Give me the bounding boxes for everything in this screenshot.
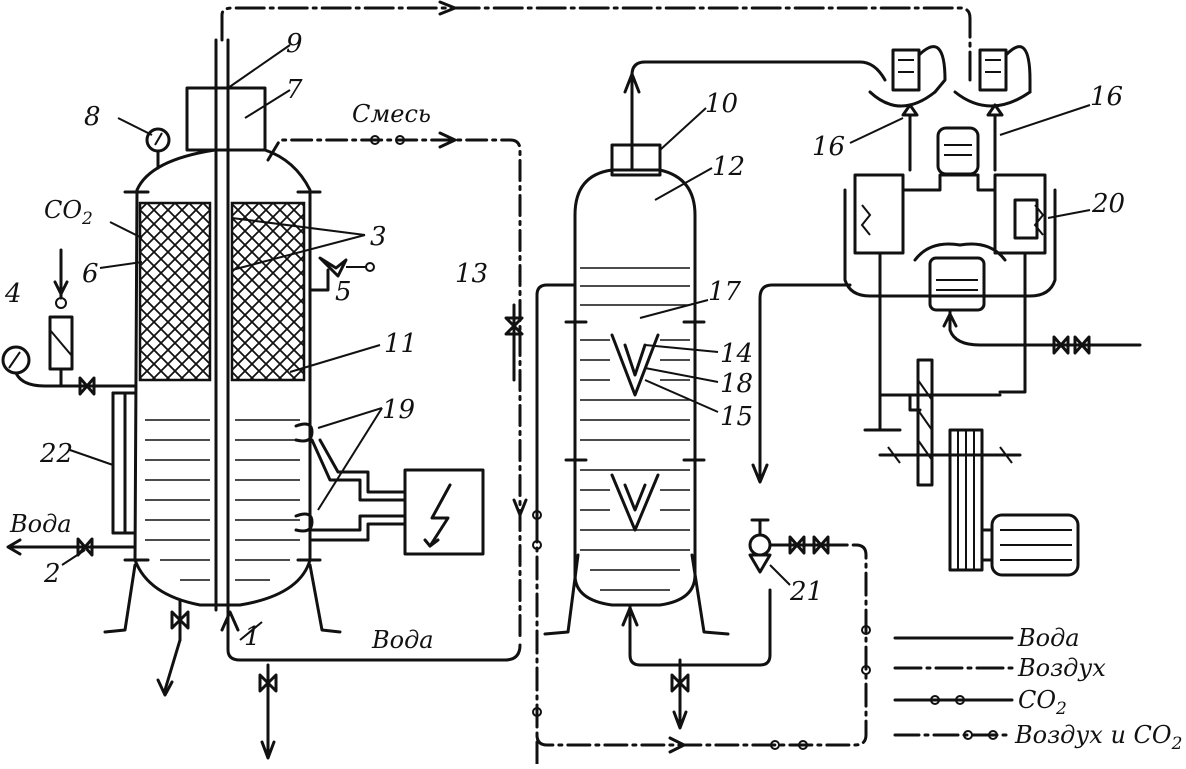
bellows-left: [853, 173, 905, 255]
packing-right: [230, 201, 306, 382]
pump-16-right: [953, 90, 1032, 108]
label-19: 19: [382, 395, 415, 425]
label-16-right: 16: [1090, 82, 1123, 112]
valve-co2-inlet: [78, 376, 96, 396]
legend-label-air: Воздух: [1017, 654, 1106, 682]
label-14: 14: [720, 339, 753, 369]
label-15: 15: [720, 402, 753, 432]
legend-label-co2: CO2: [1018, 686, 1067, 719]
lower-chamber: [928, 256, 986, 312]
valve-13: [504, 316, 524, 336]
label-16-left: 16: [812, 132, 845, 162]
water-zone-1: [145, 419, 300, 581]
pump-21: [748, 518, 847, 574]
bellows-right-20: [993, 173, 1047, 255]
funnel-upper: [610, 333, 660, 397]
packing-left: [138, 201, 212, 382]
label-water-outlet: Вода: [9, 510, 72, 538]
legend-label-air-co2: Воздух и CO2: [1014, 721, 1182, 754]
vessel-1: [1, 38, 485, 760]
central-valve-block: [936, 126, 980, 176]
control-unit: [403, 468, 485, 556]
label-22: 22: [39, 439, 73, 469]
legend-label-water: Вода: [1017, 624, 1080, 652]
vessel-12: [543, 60, 887, 730]
top-neck-10: [610, 143, 662, 177]
drain-valve-center: [258, 673, 278, 693]
level-glass-22: [111, 391, 127, 535]
label-1: 1: [244, 622, 261, 652]
label-5: 5: [335, 277, 352, 307]
funnel-lower: [610, 473, 660, 532]
label-18: 18: [720, 369, 753, 399]
label-13: 13: [455, 259, 488, 289]
label-17: 17: [708, 277, 742, 307]
pipelines: [220, 0, 972, 769]
valve-2: [76, 537, 94, 557]
vessel-12-shell: [573, 168, 697, 607]
part-labels: 9 7 8 3 6 5 11 19 22 4 2 1 10 12 13 17 1…: [4, 29, 1125, 652]
electrode-19-upper: [294, 422, 314, 443]
valve-21-b: [812, 535, 830, 555]
water-zone-12: [580, 267, 690, 591]
valve-air-right: [1052, 335, 1070, 355]
lightning-icon: [428, 483, 452, 548]
label-7: 7: [286, 75, 303, 105]
label-11: 11: [384, 329, 417, 359]
top-cylinder-7: [185, 86, 267, 152]
flywheel: [916, 358, 934, 487]
label-12: 12: [712, 152, 745, 182]
label-4: 4: [4, 279, 22, 309]
label-mixture: Смесь: [352, 100, 431, 128]
stream-labels: CO2 Вода Смесь Вода: [9, 100, 434, 654]
label-21: 21: [789, 577, 823, 607]
label-3: 3: [370, 222, 387, 252]
compressor-unit: [751, 45, 1142, 577]
pump-16-left: [868, 90, 937, 108]
leader-lines: [61, 44, 1091, 641]
label-20: 20: [1091, 189, 1125, 219]
drain-valve-left: [170, 610, 190, 630]
label-10: 10: [705, 89, 738, 119]
label-8: 8: [84, 102, 101, 132]
label-6: 6: [82, 259, 99, 289]
legend: Вода Воздух CO2 Воздух и CO2: [893, 624, 1182, 754]
label-co2-inlet: CO2: [44, 196, 93, 229]
valve-21-a: [788, 535, 806, 555]
label-9: 9: [286, 29, 303, 59]
label-water-bottom: Вода: [371, 626, 434, 654]
drain-valve-12: [670, 673, 690, 693]
manometer-co2: [1, 345, 31, 375]
electrode-19-lower: [294, 512, 314, 533]
valve-5: [318, 256, 348, 278]
label-2: 2: [43, 559, 61, 589]
